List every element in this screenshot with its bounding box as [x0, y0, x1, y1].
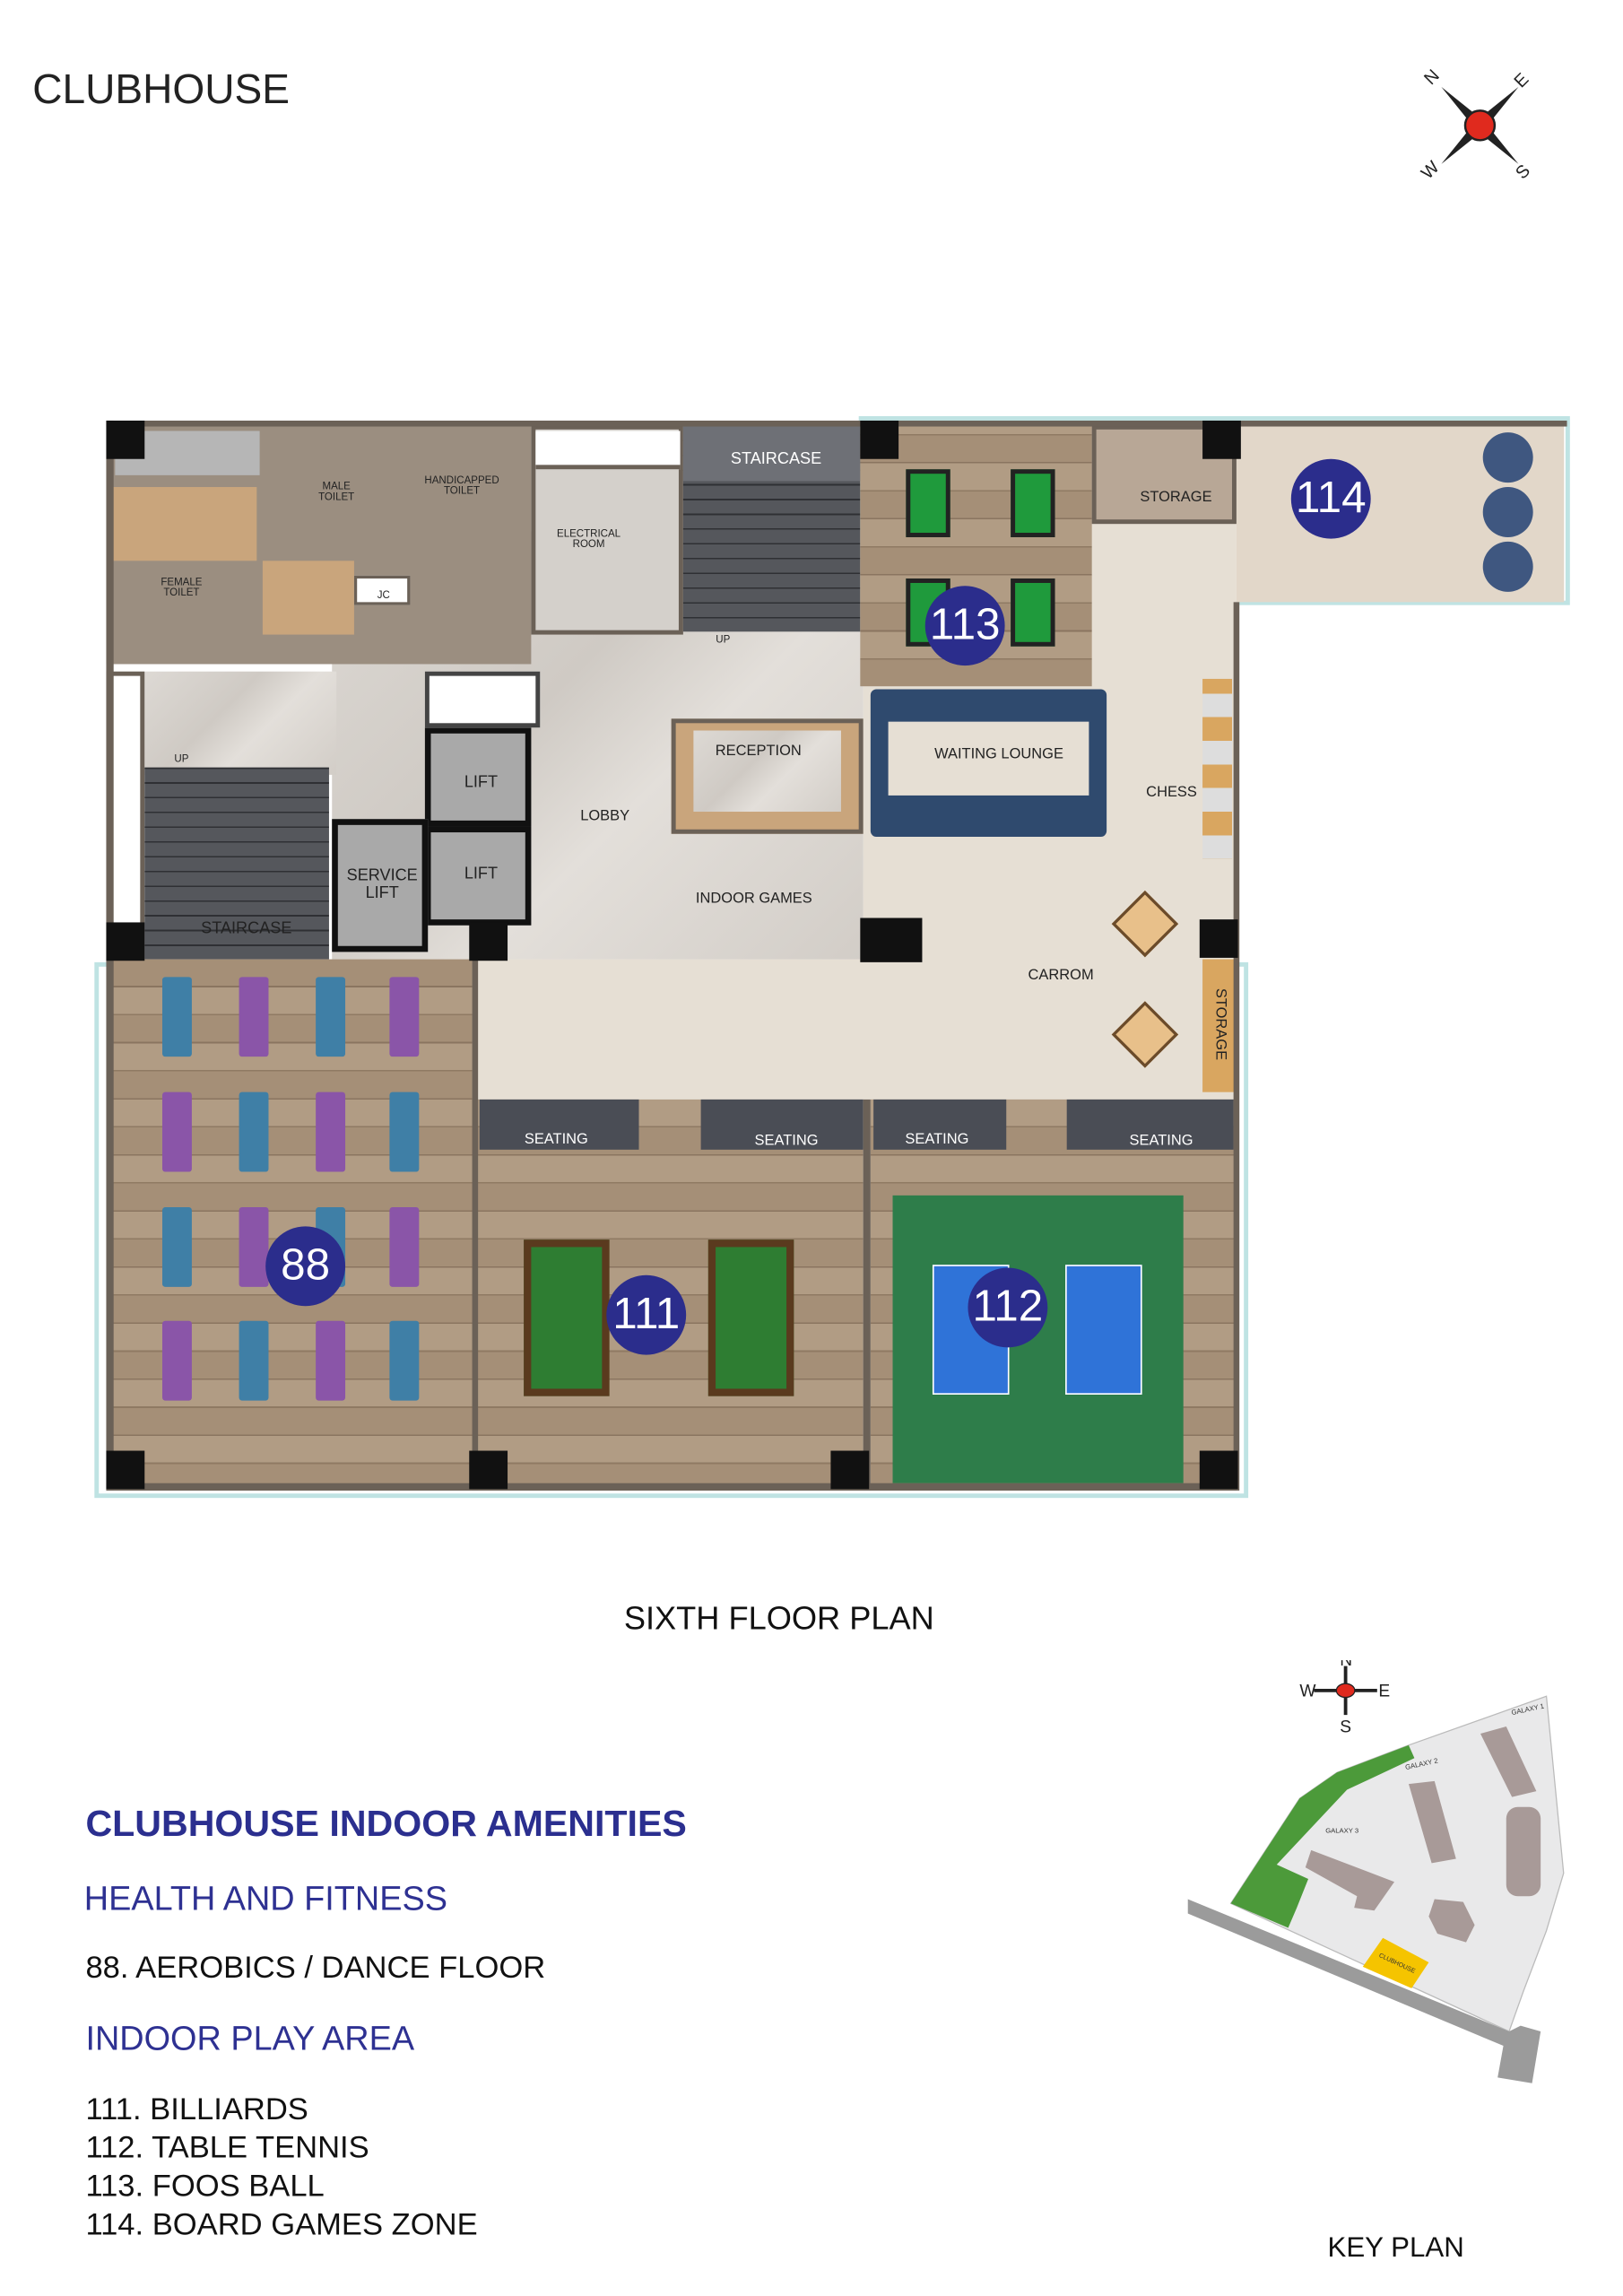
svg-text:E: E	[1378, 1682, 1390, 1700]
yoga-mat	[389, 1207, 420, 1287]
yoga-mat	[389, 1091, 420, 1172]
label-lift-2: LIFT	[464, 865, 499, 883]
label-staircase-top: STAIRCASE	[730, 450, 822, 468]
yoga-mat	[162, 977, 192, 1057]
label-handicapped-toilet: HANDICAPPED TOILET	[424, 475, 499, 498]
label-staircase-left: STAIRCASE	[201, 919, 292, 938]
badge-88: 88	[265, 1226, 346, 1307]
staircase-left	[144, 767, 329, 960]
compass-s: S	[1512, 161, 1534, 183]
key-plan-map: N W E S GALAXY 1 GALAXY 2 GALAXY 3 CLUBH…	[1187, 1660, 1565, 2083]
svg-text:N: N	[1340, 1660, 1352, 1670]
label-seating: SEATING	[1129, 1133, 1193, 1150]
yoga-mat	[389, 1320, 420, 1401]
foosball-table	[1011, 469, 1055, 537]
label-chess: CHESS	[1146, 784, 1197, 802]
badge-112: 112	[968, 1267, 1048, 1348]
amenities-heading: CLUBHOUSE INDOOR AMENITIES	[85, 1803, 687, 1845]
jc-room	[353, 575, 411, 605]
yoga-mat	[162, 1320, 192, 1401]
amenity-item: 113. FOOS BALL	[85, 2169, 325, 2204]
seating	[873, 1099, 1007, 1150]
label-reception: RECEPTION	[715, 743, 802, 761]
label-seating: SEATING	[754, 1133, 819, 1150]
label-seating: SEATING	[905, 1131, 969, 1148]
table-tennis-table	[1065, 1265, 1142, 1395]
key-plan-title: KEY PLAN	[1327, 2232, 1464, 2265]
label-jc: JC	[377, 590, 390, 602]
storage-side	[1202, 959, 1237, 1092]
label-male-toilet: MALE TOILET	[318, 482, 355, 504]
label-service-lift: SERVICE LIFT	[346, 866, 418, 902]
badge-113: 113	[924, 586, 1005, 666]
amenity-item: 114. BOARD GAMES ZONE	[85, 2207, 478, 2242]
male-wc-cubicles	[262, 561, 354, 635]
yoga-mat	[389, 977, 420, 1057]
compass-icon: N E S W	[1418, 65, 1534, 183]
foosball-table	[1011, 578, 1055, 647]
yoga-mat	[239, 1320, 269, 1401]
seating	[700, 1099, 864, 1150]
compass-e: E	[1510, 69, 1532, 91]
label-female-toilet: FEMALE TOILET	[161, 578, 203, 600]
label-up-top: UP	[716, 635, 731, 646]
corridor	[472, 959, 1237, 1100]
svg-text:GALAXY 3: GALAXY 3	[1325, 1827, 1358, 1835]
label-storage-side: STORAGE	[1211, 987, 1228, 1061]
compass-n: N	[1420, 65, 1444, 89]
foosball-table	[906, 469, 950, 537]
label-up-left: UP	[174, 754, 189, 765]
amenity-item: 112. TABLE TENNIS	[85, 2131, 369, 2165]
label-storage-top: STORAGE	[1140, 489, 1212, 506]
billiards-table	[707, 1239, 794, 1396]
yoga-mat	[316, 1091, 346, 1172]
section-title-health: HEALTH AND FITNESS	[83, 1878, 447, 1918]
label-waiting-lounge: WAITING LOUNGE	[934, 746, 1063, 763]
floor-plan-caption: SIXTH FLOOR PLAN	[623, 1599, 934, 1637]
label-carrom: CARROM	[1028, 968, 1094, 985]
compass-w: W	[1418, 157, 1444, 183]
page-title: CLUBHOUSE	[32, 66, 290, 113]
seating	[479, 1099, 639, 1150]
label-electrical-room: ELECTRICAL ROOM	[557, 529, 621, 551]
badge-114: 114	[1290, 458, 1371, 539]
yoga-mat	[316, 1320, 346, 1401]
label-indoor-games: INDOOR GAMES	[695, 891, 812, 908]
amenity-item: 88. AEROBICS / DANCE FLOOR	[85, 1951, 546, 1986]
section-title-play: INDOOR PLAY AREA	[85, 2019, 415, 2057]
lift-2	[424, 826, 532, 926]
yoga-mat	[316, 977, 346, 1057]
key-plan-compass-icon: N W E S	[1299, 1660, 1390, 1736]
lift-1	[424, 727, 532, 827]
yoga-mat	[162, 1207, 192, 1287]
svg-text:W: W	[1299, 1682, 1316, 1700]
yoga-mat	[162, 1091, 192, 1172]
amenity-item: 111. BILLIARDS	[85, 2092, 308, 2127]
svg-text:S: S	[1340, 1718, 1351, 1736]
clubhouse-highlight	[1362, 1937, 1429, 1988]
seating	[1066, 1099, 1234, 1150]
female-wc-cubicles	[112, 487, 257, 561]
label-lift-1: LIFT	[464, 773, 499, 792]
service-lift	[332, 819, 429, 952]
yoga-mat	[239, 977, 269, 1057]
yoga-mat	[239, 1207, 269, 1287]
badge-111: 111	[606, 1274, 687, 1355]
billiards-table	[524, 1239, 610, 1396]
label-seating: SEATING	[524, 1131, 588, 1148]
yoga-mat	[239, 1091, 269, 1172]
label-lobby: LOBBY	[580, 808, 630, 825]
chess-tables	[1202, 678, 1232, 859]
